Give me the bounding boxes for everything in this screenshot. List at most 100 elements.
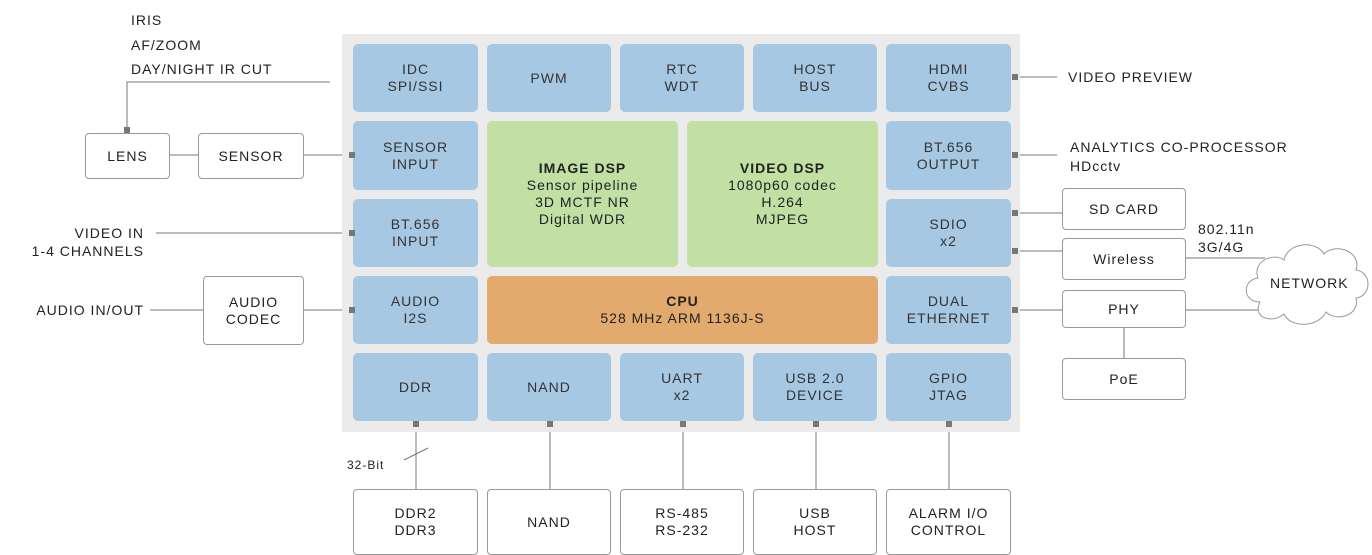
video-dsp-feature: MJPEG (755, 211, 810, 227)
poe-box[interactable]: PoE (1062, 358, 1186, 400)
network-label: NETWORK (1270, 275, 1349, 291)
pin-connector (1012, 152, 1018, 158)
wireless-label: Wireless (1093, 250, 1155, 267)
pin-connector (946, 421, 952, 427)
rtc-label: RTC (666, 61, 698, 77)
bus-width-label: 32-Bit (347, 458, 385, 472)
wifi-standard-label: 802.11n (1198, 221, 1255, 237)
nand-memory-label: NAND (527, 513, 571, 530)
sd-card-box[interactable]: SD CARD (1062, 188, 1186, 230)
sensor-input-block[interactable]: SENSOR INPUT (353, 121, 478, 190)
hdmi-cvbs-block[interactable]: HDMI CVBS (886, 44, 1011, 112)
pin-connector (1012, 248, 1018, 254)
idc-label: IDC (401, 61, 430, 77)
alarm-io-label: ALARM I/O (908, 505, 989, 521)
phy-box[interactable]: PHY (1062, 290, 1186, 328)
iris-label: IRIS (131, 12, 163, 28)
pin-connector (349, 307, 355, 313)
usb-label: USB 2.0 (785, 370, 845, 386)
hdmi-label: HDMI (928, 61, 969, 77)
usb-host-box[interactable]: USB HOST (753, 489, 877, 555)
nand-memory-box[interactable]: NAND (487, 489, 611, 555)
hdcctv-label: HDcctv (1070, 158, 1122, 174)
audio-codec-label-1: AUDIO (228, 293, 279, 310)
poe-label: PoE (1109, 370, 1139, 387)
dual-ethernet-block[interactable]: DUAL ETHERNET (886, 276, 1011, 344)
day-night-label: DAY/NIGHT IR CUT (131, 61, 273, 77)
rs485-label: RS-485 (655, 505, 709, 521)
sdio-label: SDIO (929, 216, 968, 232)
audio-inout-label: AUDIO IN/OUT (36, 302, 144, 318)
host-label: HOST (793, 61, 837, 77)
video-preview-label: VIDEO PREVIEW (1068, 69, 1194, 85)
cpu-block[interactable]: CPU 528 MHz ARM 1136J-S (487, 276, 878, 344)
idc-spi-block[interactable]: IDC SPI/SSI (353, 44, 478, 112)
network-cloud-icon[interactable] (1238, 232, 1372, 330)
image-dsp-feature: Sensor pipeline (526, 177, 639, 193)
image-dsp-feature: Digital WDR (538, 211, 627, 227)
audio-codec-label-2: CODEC (225, 310, 282, 327)
sensor-label: SENSOR (218, 147, 284, 164)
uart-block[interactable]: UART x2 (620, 353, 744, 421)
bt656-input-label-2: INPUT (392, 233, 439, 249)
host-bus-block[interactable]: HOST BUS (753, 44, 877, 112)
spi-ssi-label: SPI/SSI (387, 78, 444, 94)
bt656-output-label-2: OUTPUT (916, 155, 981, 172)
lens-box[interactable]: LENS (85, 133, 170, 179)
analytics-label: ANALYTICS CO-PROCESSOR (1070, 139, 1288, 155)
image-dsp-block[interactable]: IMAGE DSP Sensor pipeline 3D MCTF NR Dig… (487, 121, 678, 267)
video-dsp-feature: H.264 (761, 194, 804, 210)
pin-connector (547, 421, 553, 427)
pwm-label: PWM (530, 69, 568, 86)
nand-block[interactable]: NAND (487, 353, 611, 421)
ddr-memory-box[interactable]: DDR2 DDR3 (353, 489, 478, 555)
audio-codec-box[interactable]: AUDIO CODEC (203, 276, 304, 345)
sensor-input-label-1: SENSOR (382, 138, 449, 155)
i2s-label: I2S (403, 310, 428, 326)
bus-label: BUS (799, 78, 831, 94)
usb-host-label-1: USB (799, 505, 831, 521)
sdio-count-label: x2 (940, 233, 957, 249)
ethernet-label: ETHERNET (906, 310, 991, 326)
pin-connector (680, 421, 686, 427)
sensor-input-label-2: INPUT (392, 155, 439, 172)
alarm-io-box[interactable]: ALARM I/O CONTROL (886, 489, 1011, 555)
control-label: CONTROL (910, 522, 987, 538)
sensor-box[interactable]: SENSOR (198, 133, 304, 179)
video-dsp-title: VIDEO DSP (739, 160, 826, 176)
wireless-box[interactable]: Wireless (1062, 238, 1186, 280)
cellular-label: 3G/4G (1198, 239, 1245, 255)
uart-label: UART (661, 370, 703, 386)
pin-connector (813, 421, 819, 427)
phy-label: PHY (1108, 300, 1140, 317)
rs232-label: RS-232 (655, 522, 709, 538)
gpio-jtag-block[interactable]: GPIO JTAG (886, 353, 1011, 421)
audio-label: AUDIO (390, 293, 441, 309)
cvbs-label: CVBS (927, 78, 970, 94)
cpu-spec: 528 MHz ARM 1136J-S (600, 310, 765, 326)
pin-connector (349, 152, 355, 158)
bt656-input-block[interactable]: BT.656 INPUT (353, 199, 478, 267)
video-dsp-block[interactable]: VIDEO DSP 1080p60 codec H.264 MJPEG (687, 121, 878, 267)
usb-host-label-2: HOST (793, 522, 837, 538)
pin-connector (349, 230, 355, 236)
pin-connector (124, 127, 130, 133)
ddr-block[interactable]: DDR (353, 353, 478, 421)
bt656-output-block[interactable]: BT.656 OUTPUT (886, 121, 1011, 190)
channels-label: 1-4 CHANNELS (31, 243, 144, 259)
dual-label: DUAL (927, 293, 970, 309)
rtc-wdt-block[interactable]: RTC WDT (620, 44, 744, 112)
audio-i2s-block[interactable]: AUDIO I2S (353, 276, 478, 344)
pwm-block[interactable]: PWM (487, 44, 611, 112)
ddr2-label: DDR2 (394, 505, 437, 521)
ddr-label: DDR (398, 378, 433, 395)
serial-box[interactable]: RS-485 RS-232 (620, 489, 744, 555)
usb-device-block[interactable]: USB 2.0 DEVICE (753, 353, 877, 421)
pin-connector (1012, 210, 1018, 216)
gpio-label: GPIO (928, 370, 968, 386)
sdio-block[interactable]: SDIO x2 (886, 199, 1011, 267)
video-dsp-feature: 1080p60 codec (728, 177, 837, 193)
cpu-title: CPU (666, 293, 699, 309)
wdt-label: WDT (664, 78, 700, 94)
